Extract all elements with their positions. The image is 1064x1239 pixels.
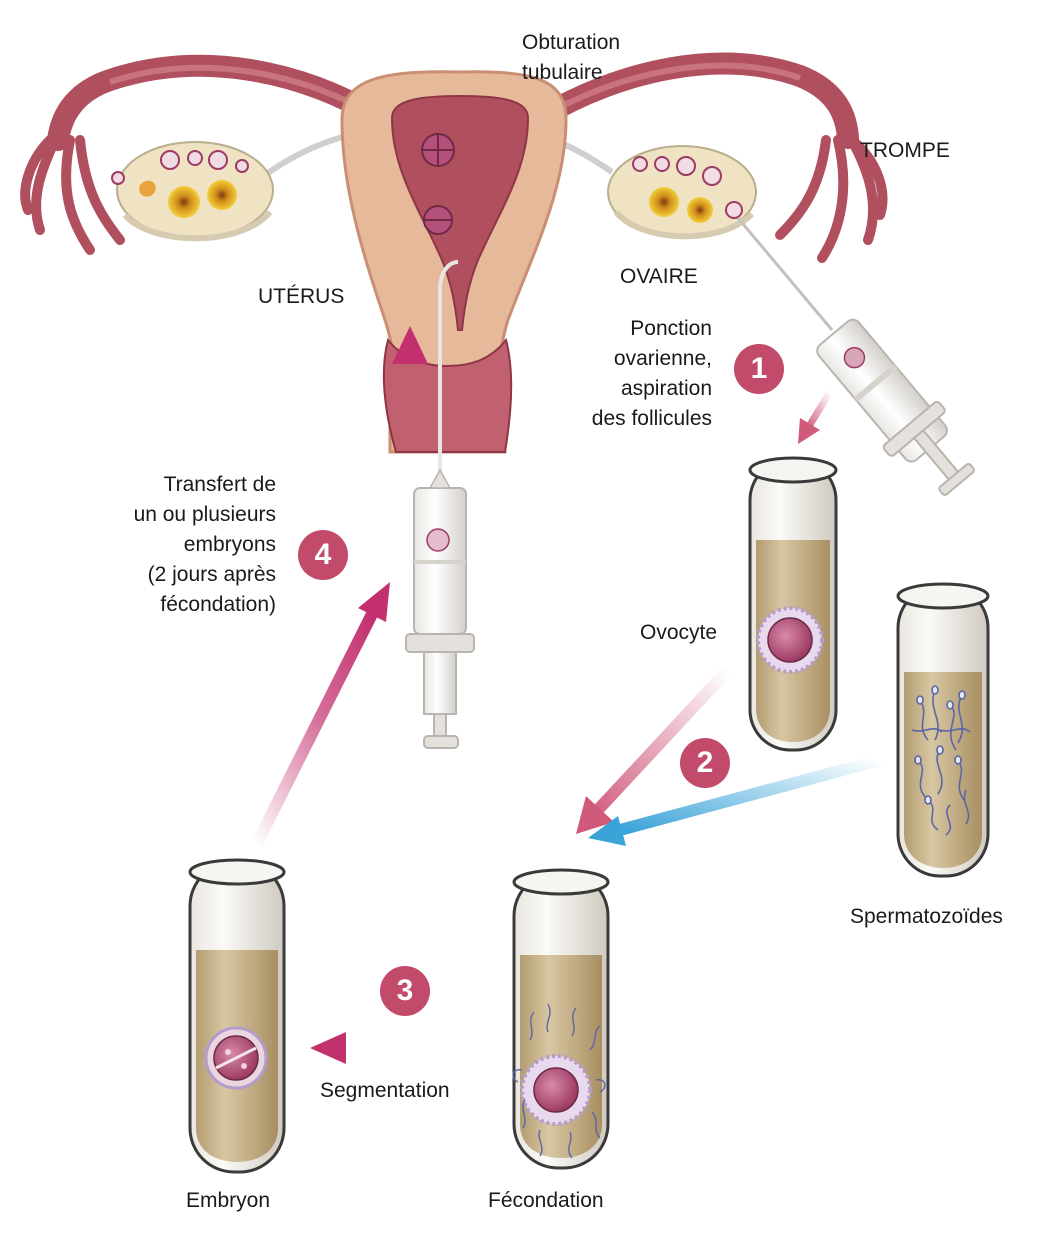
label-ovaire: OVAIRE: [620, 265, 698, 288]
sperm-cell-illustration: [911, 685, 971, 836]
step-badge-1: 1: [734, 344, 784, 394]
label-transfert: Transfert de un ou plusieurs embryons (2…: [133, 473, 276, 616]
arrow-step-2: [576, 665, 882, 846]
arrow-step-4: [250, 326, 428, 848]
label-spermatozoides: Spermatozoïdes: [850, 905, 1003, 928]
step-badge-3: 3: [380, 966, 430, 1016]
step-badge-4: 4: [298, 530, 348, 580]
test-tube-illustration: [748, 456, 838, 752]
arrow-step-1: [798, 390, 833, 444]
sperm-cell-illustration: [512, 1003, 606, 1159]
ovary-illustration: [111, 141, 757, 242]
label-fecondation: Fécondation: [488, 1189, 604, 1212]
oocyte-illustration: [756, 606, 824, 674]
label-trompe: TROMPE: [860, 139, 950, 162]
label-obturation: Obturation tubulaire: [522, 31, 621, 84]
label-segmentation: Segmentation: [320, 1079, 450, 1102]
embryo-illustration: [204, 1026, 268, 1090]
label-ponction: Ponction ovarienne, aspiration des folli…: [591, 317, 712, 430]
test-tube-illustration: [188, 858, 286, 1174]
arrow-step-3: [310, 1032, 480, 1064]
syringe-illustration: [405, 217, 975, 749]
label-embryon: Embryon: [186, 1189, 271, 1212]
label-uterus: UTÉRUS: [258, 285, 345, 308]
oocyte-illustration: [520, 1054, 592, 1126]
label-ovocyte: Ovocyte: [640, 621, 718, 644]
step-badge-2: 2: [680, 738, 730, 788]
uterus-illustration: [20, 52, 888, 490]
